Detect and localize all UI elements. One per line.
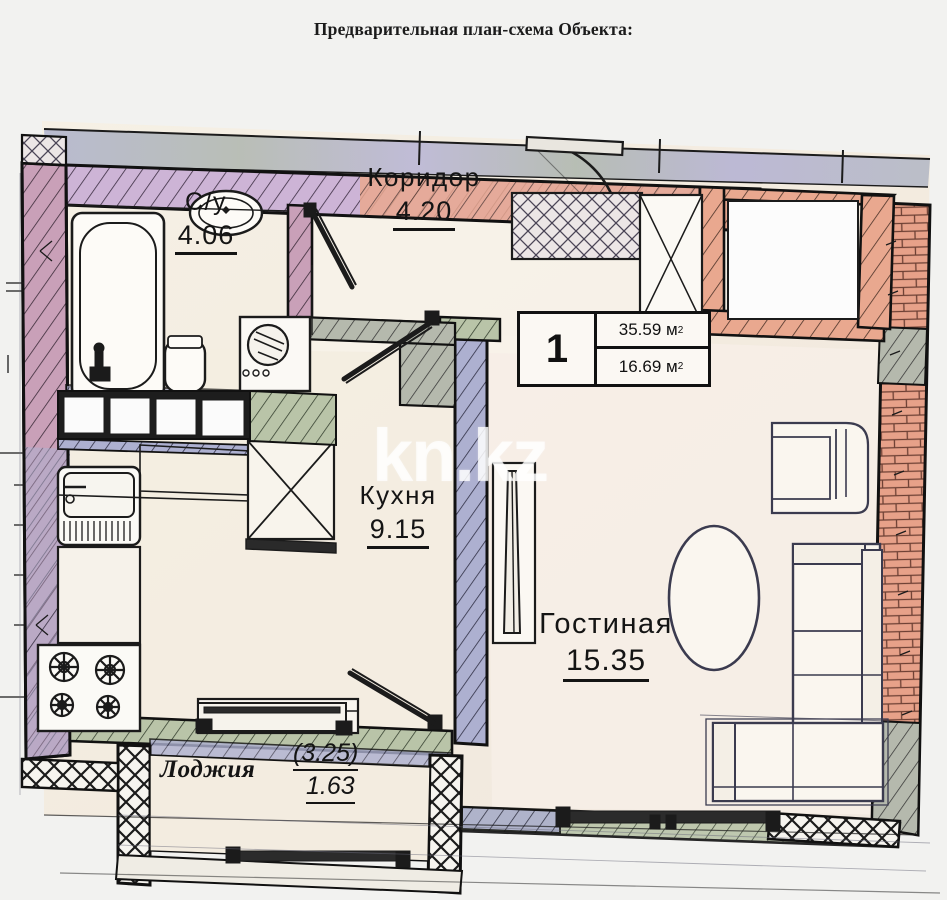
living-area-value: 16.69 м (618, 356, 678, 376)
kitchen-furniture (36, 389, 360, 735)
base-cabinet (56, 545, 142, 645)
room-area-living: 15.35 (562, 644, 650, 682)
bathroom-fixtures (65, 189, 313, 400)
cabinet-with-x (245, 439, 337, 554)
room-label-loggia: Лоджия (3.25) 1.63 (160, 739, 390, 804)
room-name-loggia: Лоджия (160, 756, 256, 783)
room-area-bathroom: 4.06 (174, 220, 238, 255)
room-name-bathroom: С/у (185, 188, 227, 216)
apartment-number: 1 (520, 314, 597, 384)
floorplan-drawing (0, 55, 947, 900)
room-label-living: Гостиная 15.35 (500, 608, 712, 682)
kitchen-sink (56, 465, 142, 547)
page-title: Предварительная план-схема Объекта: (313, 19, 634, 39)
sink-basin (188, 189, 264, 237)
room-name-living: Гостиная (539, 608, 673, 640)
edge-marks (0, 240, 941, 894)
living-area-unit-exp: 2 (677, 361, 684, 372)
room-label-bathroom: С/у 4.06 (148, 188, 264, 255)
guide-lines (19, 173, 931, 872)
total-area-unit-exp: 2 (677, 324, 684, 336)
room-label-kitchen: Кухня 9.15 (318, 480, 478, 549)
room-name-corridor: Коридор (367, 162, 481, 192)
toilet (163, 335, 207, 394)
loggia-window-bottom (225, 846, 411, 868)
loggia-door-swing (347, 668, 443, 730)
sofa-sectional (705, 542, 889, 806)
washing-machine (238, 315, 312, 393)
room-area-corridor: 4.20 (392, 196, 456, 231)
upper-cabinets (57, 390, 251, 440)
living-furniture (667, 421, 891, 806)
kitchen-door-swing (341, 310, 440, 384)
room-name-kitchen: Кухня (359, 480, 437, 510)
loggia-area-gross: (3.25) (293, 739, 359, 771)
living-glass-partition (491, 461, 537, 645)
loggia-glazing-top (195, 702, 353, 736)
bathtub-faucet (89, 342, 111, 382)
doors (303, 135, 704, 730)
room-label-corridor: Коридор 4.20 (340, 162, 508, 231)
gas-stove-4-burner (36, 643, 142, 733)
glazing (195, 200, 859, 868)
closet-niche (510, 191, 644, 261)
room-area-kitchen: 9.15 (366, 514, 430, 549)
armchair (770, 421, 870, 515)
total-area-value: 35.59 м (618, 320, 678, 339)
vestibule-window (727, 200, 859, 320)
oval-coffee-table (667, 524, 761, 672)
loggia-area-net: 1.63 (306, 772, 355, 804)
bathroom-door-swing (303, 202, 357, 290)
